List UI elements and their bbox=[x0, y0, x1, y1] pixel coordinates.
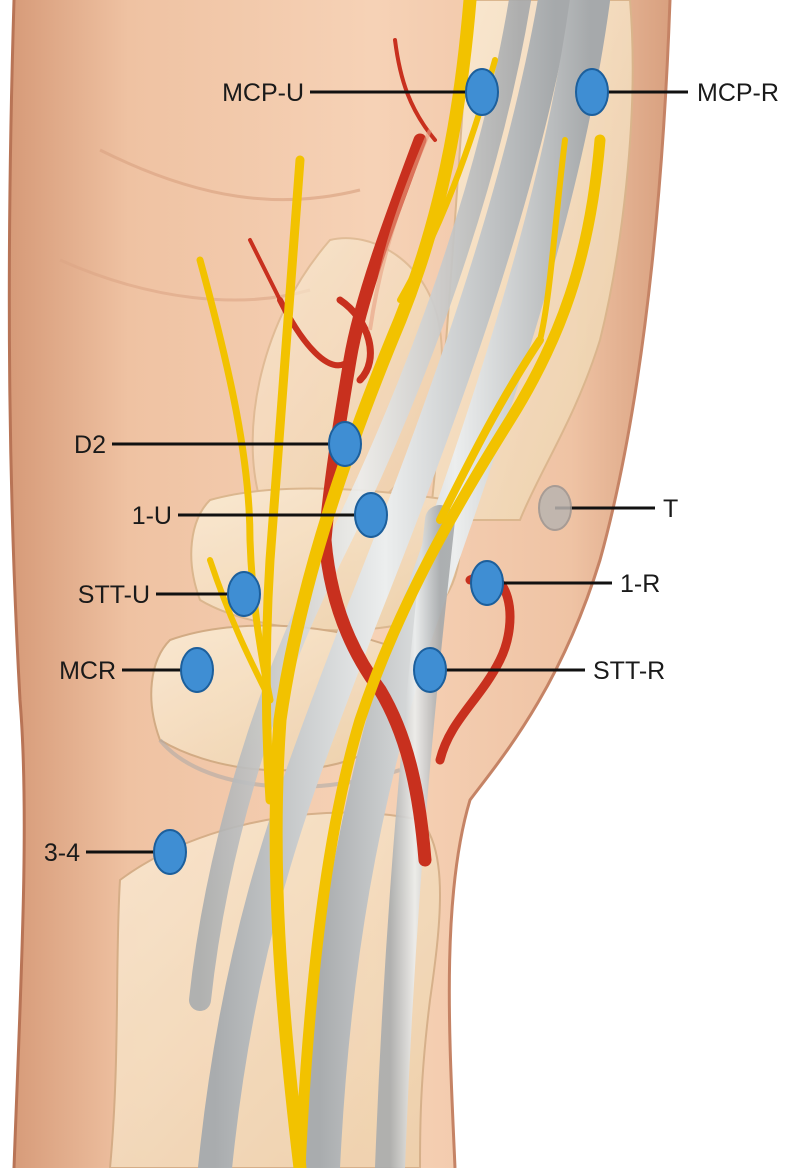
label-stt-u: STT-U bbox=[78, 581, 150, 609]
label-d2: D2 bbox=[74, 431, 106, 459]
portal-marker-1-u[interactable] bbox=[354, 492, 388, 538]
label-1-u: 1-U bbox=[132, 502, 172, 530]
label-t: T bbox=[663, 495, 678, 523]
portal-marker-mcp-r[interactable] bbox=[575, 68, 609, 116]
label-stt-r: STT-R bbox=[593, 657, 665, 685]
portal-marker-d2[interactable] bbox=[328, 421, 362, 467]
veins bbox=[368, 129, 432, 331]
portal-marker-3-4[interactable] bbox=[153, 829, 187, 875]
nerves bbox=[196, 0, 606, 1168]
portal-marker-mcr[interactable] bbox=[180, 647, 214, 693]
label-mcp-u: MCP-U bbox=[222, 79, 304, 107]
label-mcp-r: MCP-R bbox=[697, 79, 779, 107]
portal-labels: MCP-U MCP-R D2 1-U T 1-R STT-U MCR STT-R… bbox=[44, 79, 779, 867]
portal-marker-mcp-u[interactable] bbox=[465, 68, 499, 116]
portal-marker-1-r[interactable] bbox=[470, 560, 504, 606]
extensor-tendons bbox=[189, 0, 610, 1168]
label-3-4: 3-4 bbox=[44, 839, 80, 867]
label-1-r: 1-R bbox=[620, 570, 660, 598]
portal-marker-t[interactable] bbox=[538, 485, 572, 531]
portal-markers bbox=[153, 68, 609, 875]
portal-marker-stt-u[interactable] bbox=[227, 571, 261, 617]
portal-marker-stt-r[interactable] bbox=[413, 647, 447, 693]
label-mcr: MCR bbox=[59, 657, 116, 685]
